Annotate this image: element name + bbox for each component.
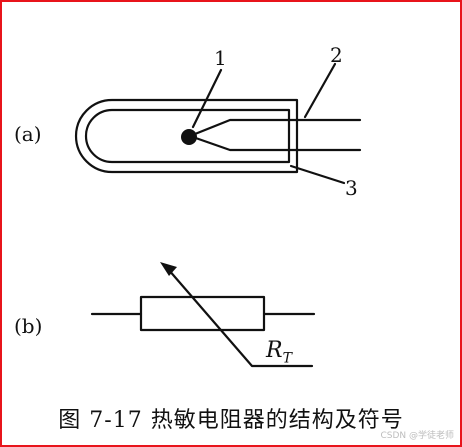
lead-wire-bottom — [188, 134, 362, 152]
resistance-symbol: RT — [266, 338, 292, 367]
callout-number-3: 3 — [345, 176, 358, 200]
callout-line-1 — [191, 68, 223, 129]
thermistor-bead — [181, 129, 197, 145]
lead-wire-top — [188, 118, 362, 138]
thermal-arrow-head — [160, 262, 177, 276]
figure-caption: 图 7-17 热敏电阻器的结构及符号 — [58, 408, 404, 433]
label-a: (a) — [14, 122, 42, 146]
watermark: CSDN @学徒老师 — [380, 431, 454, 441]
outer-envelope — [74, 98, 299, 174]
callout-line-2 — [303, 62, 337, 119]
callout-line-3 — [289, 164, 346, 185]
resistor-body — [139, 295, 266, 332]
thermal-arrow-line — [166, 267, 314, 368]
inner-envelope — [84, 108, 291, 164]
callout-number-1: 1 — [214, 46, 227, 70]
callout-number-2: 2 — [330, 43, 343, 67]
symbol-main: R — [266, 338, 283, 363]
symbol-subscript: T — [282, 350, 292, 367]
label-b: (b) — [14, 314, 43, 338]
